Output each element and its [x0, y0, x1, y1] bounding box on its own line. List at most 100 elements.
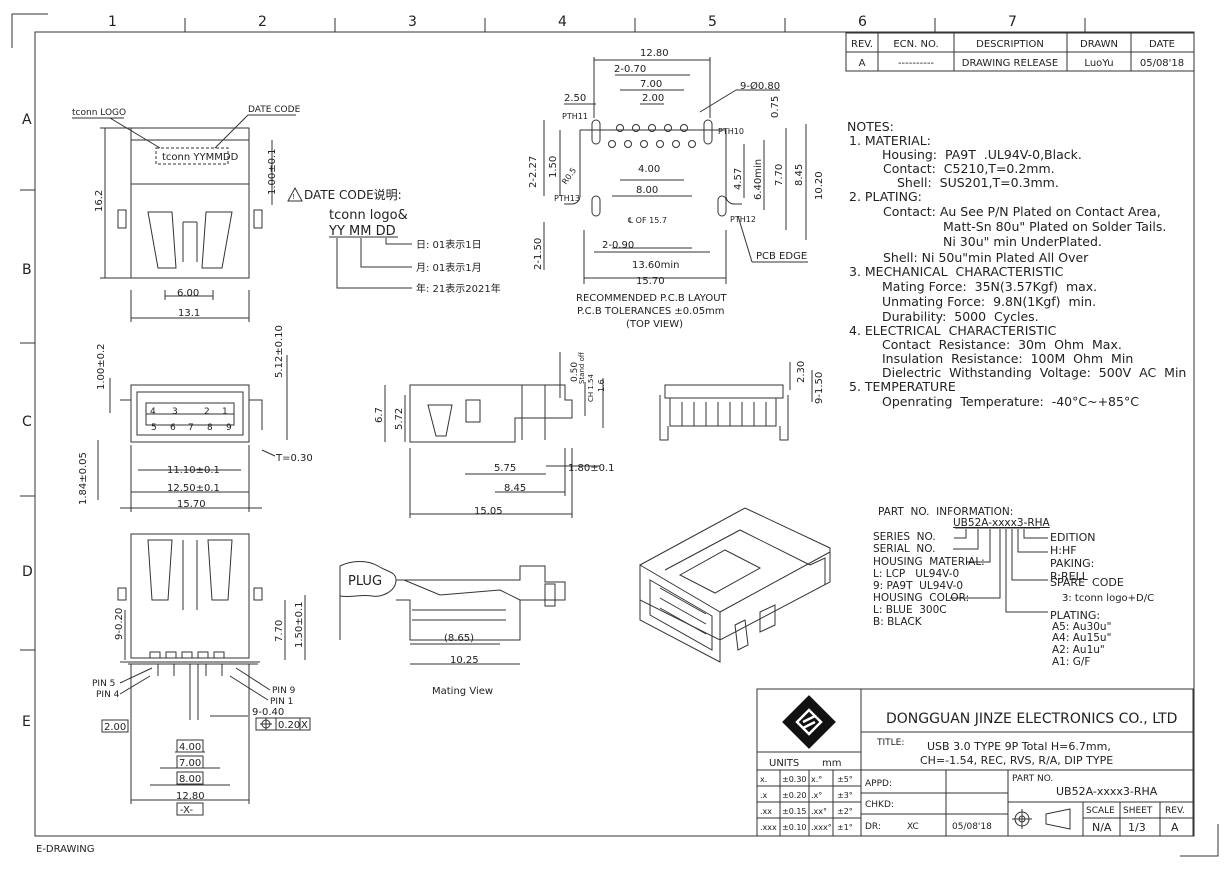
- tconn-logo-label: tconn LOGO: [72, 108, 126, 118]
- title-block: [756, 688, 1194, 837]
- warning-icon: !: [292, 193, 295, 201]
- end-dim: 11.10±0.1: [167, 465, 220, 476]
- ecn-header: ECN. NO.: [893, 39, 938, 50]
- pcb-dim: 0.75: [770, 96, 781, 118]
- col-label: 3: [408, 14, 417, 30]
- note-line: Contact: Au See P/N Plated on Contact Ar…: [883, 204, 1161, 219]
- dr-name: XC: [907, 822, 919, 832]
- pcb-layout: [543, 57, 808, 284]
- note-line: Mating Force: 35N(3.57Kgf) max.: [882, 279, 1098, 294]
- note-line: Matt-Sn 80u" Plated on Solder Tails.: [943, 219, 1167, 234]
- tol-cell: ±1°: [837, 823, 853, 832]
- end-dim: 12.50±0.1: [167, 483, 220, 494]
- drawn-value: LuoYu: [1084, 58, 1113, 69]
- tol-cell: .xxx: [760, 823, 777, 832]
- tol-cell: .x°: [811, 791, 822, 800]
- pcb-edge-label: PCB EDGE: [756, 251, 807, 262]
- pcb-label: PTH13: [554, 194, 580, 203]
- row-ticks: [20, 189, 35, 651]
- appd-label: APPD:: [865, 779, 892, 789]
- tol-cell: .xx°: [811, 807, 827, 816]
- end-dim: 5.12±0.10: [274, 325, 285, 378]
- pin-num: 7: [188, 423, 194, 433]
- side-dim: 6.7: [374, 407, 385, 423]
- mating-dim: (8.65): [444, 633, 474, 644]
- pin-label: PIN 5: [92, 679, 115, 689]
- pn-left-item: L: BLUE 300C: [873, 604, 947, 616]
- col-label: 5: [708, 14, 717, 30]
- col-label: 1: [108, 14, 117, 30]
- marking-text: tconn YYMMDD: [162, 152, 239, 163]
- pcb-label: PTH10: [718, 127, 744, 136]
- col-label: 6: [858, 14, 867, 30]
- units-value: mm: [822, 758, 841, 769]
- revision-table: [845, 32, 1195, 72]
- tol-cell: .xxx°: [811, 823, 832, 832]
- row-label: C: [22, 414, 32, 430]
- dim-height: 16.2: [94, 190, 105, 212]
- side-dim: 5.72: [394, 408, 405, 430]
- pn-left-item: HOUSING COLOR:: [873, 592, 970, 604]
- pin-num: 3: [172, 407, 178, 417]
- pcb-dim: 4.57: [733, 168, 744, 190]
- rev-header: REV.: [851, 39, 873, 50]
- pin-num: 8: [207, 423, 213, 433]
- date-code-legend: ! DATE CODE说明: tconn logo& YY MM DD 日: 0…: [287, 186, 501, 295]
- pcb-dim: 1.50: [548, 156, 559, 178]
- pcb-dim: 8.45: [794, 164, 805, 186]
- pin-num: 4: [150, 407, 156, 417]
- tol-cell: ±0.20: [782, 791, 807, 800]
- pcb-caption: RECOMMENDED P.C.B LAYOUT: [576, 293, 728, 304]
- pcb-dim: 2.00: [642, 93, 664, 104]
- scale-value: N/A: [1092, 821, 1112, 834]
- pcb-label: PTH12: [730, 215, 756, 224]
- sheet-value: 1/3: [1128, 821, 1146, 834]
- pcb-dim: 2-2.27: [528, 156, 539, 188]
- description-header: DESCRIPTION: [976, 39, 1044, 50]
- bottom-dim: 8.00: [179, 774, 201, 785]
- sheet-label: SHEET: [1123, 806, 1153, 816]
- note-line: 2. PLATING:: [849, 189, 922, 204]
- plug-label: PLUG: [348, 574, 382, 589]
- side-dim: 8.45: [504, 483, 526, 494]
- bottom-dim: 12.80: [176, 791, 205, 802]
- bottom-dim: 9-0.40: [252, 707, 284, 718]
- tol-cell: x.°: [811, 775, 822, 784]
- date-header: DATE: [1149, 39, 1175, 50]
- company-logo-icon: [782, 695, 836, 749]
- column-ticks: [184, 18, 1086, 32]
- end-view: [97, 355, 288, 512]
- pin-num: 6: [170, 423, 176, 433]
- pn-right-item: SPARE CODE: [1050, 576, 1124, 589]
- pn-right-item: A5: Au30u": [1052, 621, 1112, 633]
- datum-label: X: [301, 720, 308, 731]
- tol-cell: ±0.30: [782, 775, 807, 784]
- mating-dim: 10.25: [450, 655, 479, 666]
- pcb-centerline: ℄ OF 15.7: [628, 216, 667, 225]
- note-line: Openrating Temperature: -40°C~+85°C: [882, 394, 1139, 409]
- legend-day: 日: 01表示1日: [416, 238, 482, 251]
- drawn-header: DRAWN: [1080, 39, 1118, 50]
- mating-view: [339, 561, 566, 665]
- side-dim: 5.75: [494, 463, 516, 474]
- note-line: Dielectric Withstanding Voltage: 500V AC…: [882, 365, 1187, 380]
- side-dim: 15.05: [474, 506, 503, 517]
- pcb-dim: 2.50: [564, 93, 586, 104]
- end-dim: T=0.30: [275, 453, 313, 464]
- pn-right-item: R:RELL: [1050, 570, 1088, 583]
- note-line: Housing: PA9T .UL94V-0,Black.: [882, 147, 1082, 162]
- pcb-caption: P.C.B TOLERANCES ±0.05mm: [577, 306, 725, 317]
- pcb-dim: 4.00: [638, 164, 660, 175]
- pn-left-item: L: LCP UL94V-0: [873, 568, 960, 580]
- row-label: E: [22, 714, 31, 730]
- pn-title: PART NO. INFORMATION:: [878, 506, 1014, 518]
- bottom-dim: 7.70: [274, 620, 285, 642]
- side-dim: Stand off: [578, 352, 586, 384]
- pcb-caption: (TOP VIEW): [626, 319, 683, 330]
- tol-cell: ±0.15: [782, 807, 807, 816]
- end-dim: 1.84±0.05: [78, 452, 89, 505]
- date-value: 05/08'18: [1140, 58, 1184, 69]
- datum-x: -X-: [180, 805, 193, 816]
- bottom-dim: 9-0.20: [114, 608, 125, 640]
